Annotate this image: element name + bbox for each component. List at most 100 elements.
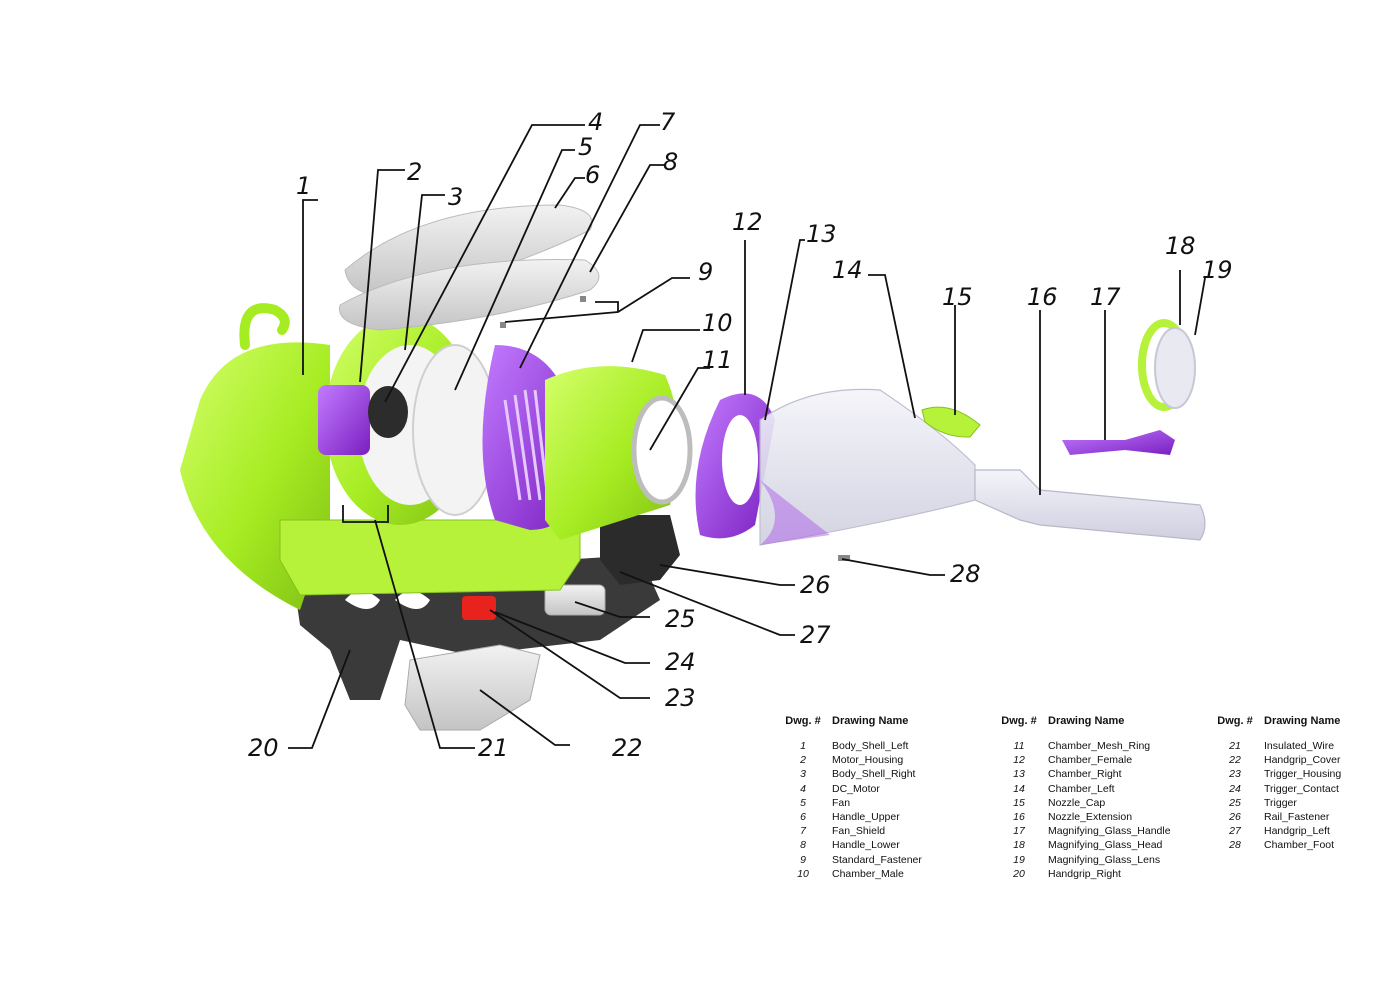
part-number: 27 (1229, 825, 1241, 838)
part-number: 2 (800, 754, 806, 767)
handle-lower-shape (339, 259, 600, 331)
header-drawing-name: Drawing Name (1264, 715, 1341, 727)
callout-9: 9 (698, 258, 713, 286)
part-number: 11 (1013, 740, 1025, 752)
table-row: 24 Trigger_Contact (1210, 782, 1400, 796)
callout-8: 8 (663, 148, 678, 176)
part-number: 12 (1013, 754, 1025, 767)
callout-27: 27 (800, 621, 831, 649)
nozzle-cap-shape (921, 406, 981, 438)
table-row: 22 Handgrip_Cover (1210, 753, 1400, 767)
header-dwg-number: Dwg. # (1217, 715, 1253, 727)
table-row: 2 Motor_Housing (778, 753, 982, 767)
table-row: 20 Handgrip_Right (994, 867, 1198, 881)
part-number: 9 (800, 853, 806, 866)
callout-6: 6 (585, 161, 600, 189)
header-dwg-number: Dwg. # (785, 715, 821, 727)
part-number: 21 (1229, 740, 1241, 752)
part-name: Motor_Housing (832, 754, 904, 767)
leader-lines (288, 124, 1206, 749)
body-shell-hook (239, 303, 290, 350)
callout-18: 18 (1165, 232, 1196, 260)
part-name: DC_Motor (832, 782, 880, 795)
callout-20: 20 (248, 734, 279, 762)
handgrip-cover-shape (404, 644, 541, 731)
table-row: 23 Trigger_Housing (1210, 767, 1400, 781)
table-row: 26 Rail_Fastener (1210, 810, 1400, 824)
part-name: Handgrip_Right (1048, 867, 1121, 880)
callout-26: 26 (800, 571, 831, 599)
callout-17: 17 (1090, 283, 1121, 311)
part-name: Handle_Upper (832, 810, 900, 823)
table-row: 21 Insulated_Wire (1210, 739, 1400, 753)
part-number: 8 (800, 839, 806, 852)
part-number: 16 (1013, 810, 1025, 823)
rail-fastener-shape (600, 515, 680, 585)
part-number: 25 (1229, 796, 1241, 809)
part-number: 18 (1013, 839, 1025, 852)
part-name: Handgrip_Left (1264, 825, 1330, 838)
header-dwg-number: Dwg. # (1001, 715, 1037, 727)
callout-5: 5 (578, 133, 593, 161)
part-number: 14 (1013, 782, 1025, 795)
magnifying-glass-lens-shape (1154, 327, 1196, 409)
callout-numbers: 1 2 3 4 5 6 7 8 9 10 11 12 13 14 15 16 1… (248, 108, 1233, 762)
callout-10: 10 (702, 309, 733, 337)
callout-24: 24 (665, 648, 696, 676)
part-number: 7 (800, 825, 806, 838)
handgrip-hole-2 (395, 591, 430, 609)
part-name: Nozzle_Cap (1048, 796, 1106, 809)
callout-25: 25 (665, 605, 696, 633)
callout-15: 15 (942, 283, 973, 311)
part-name: Handgrip_Cover (1264, 754, 1341, 767)
part-number: 13 (1013, 768, 1025, 781)
standard-fastener-shape (580, 296, 586, 302)
part-name: Body_Shell_Right (832, 768, 916, 781)
part-name: Trigger_Contact (1264, 782, 1339, 795)
part-number: 20 (1013, 867, 1025, 880)
part-name: Insulated_Wire (1264, 740, 1335, 752)
table-row: 4 DC_Motor (778, 782, 982, 796)
part-name: Standard_Fastener (832, 853, 922, 866)
table-row: 9 Standard_Fastener (778, 853, 982, 867)
part-number: 4 (800, 782, 806, 795)
part-name: Fan (832, 796, 851, 809)
part-number: 24 (1229, 782, 1241, 795)
part-name: Rail_Fastener (1264, 810, 1330, 823)
callout-12: 12 (732, 208, 763, 236)
part-number: 5 (800, 796, 806, 809)
nozzle-extension-shape (974, 469, 1206, 541)
part-number: 23 (1229, 768, 1241, 781)
trigger-housing-shape (462, 596, 496, 620)
motor-housing-shape (318, 385, 370, 455)
callout-13: 13 (806, 220, 837, 248)
part-number: 1 (800, 740, 806, 752)
table-row: 8 Handle_Lower (778, 838, 982, 852)
part-number: 26 (1229, 810, 1241, 823)
chamber-mesh-ring-shape (631, 395, 693, 505)
callout-16: 16 (1027, 283, 1058, 311)
callout-21: 21 (478, 734, 509, 762)
part-name: Chamber_Right (1048, 768, 1122, 781)
callout-23: 23 (665, 684, 696, 712)
part-number: 28 (1229, 839, 1241, 852)
part-name: Handle_Lower (832, 839, 900, 852)
part-name: Trigger_Housing (1264, 768, 1342, 781)
part-number: 22 (1229, 754, 1241, 767)
table-row: 5 Fan (778, 796, 982, 810)
header-drawing-name: Drawing Name (832, 715, 909, 727)
